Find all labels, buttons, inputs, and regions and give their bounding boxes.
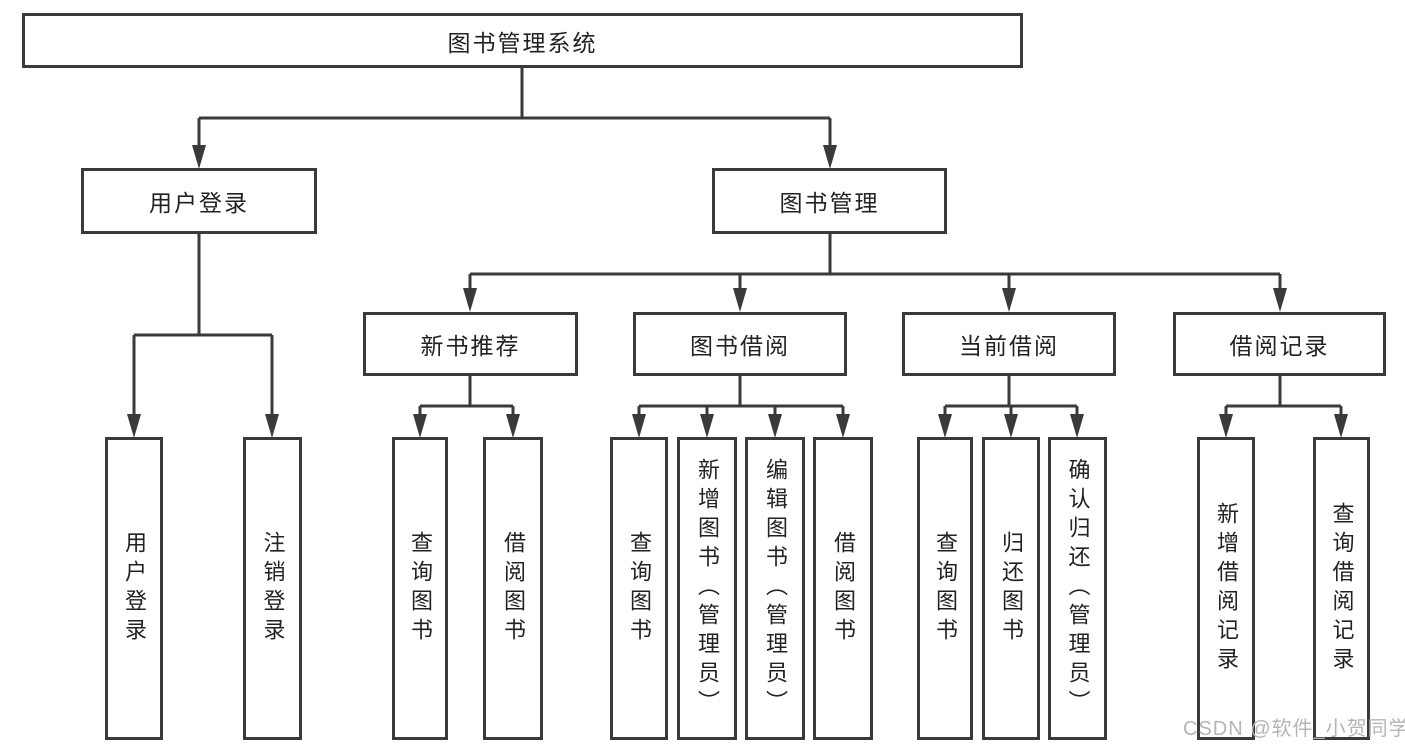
node-book-management: 图书管理 xyxy=(712,168,947,234)
leaf-return-book: 归还图书 xyxy=(982,437,1040,740)
leaf-edit-book-admin: 编辑图书（管理员） xyxy=(745,437,805,740)
node-label: 借阅图书 xyxy=(831,530,856,647)
leaf-borrow-book-recommend: 借阅图书 xyxy=(483,437,543,740)
csdn-watermark: CSDN @软件_小贺同学 xyxy=(1183,718,1405,740)
node-label: 注销登录 xyxy=(260,530,286,647)
node-label: 新书推荐 xyxy=(420,333,521,359)
connector-paths xyxy=(132,66,1343,433)
leaf-borrow-book: 借阅图书 xyxy=(813,437,873,740)
node-new-book-recommend: 新书推荐 xyxy=(363,312,578,376)
leaf-confirm-return-admin: 确认归还（管理员） xyxy=(1048,437,1107,740)
leaf-user-login: 用户登录 xyxy=(105,437,163,740)
node-book-borrowing: 图书借阅 xyxy=(633,312,847,376)
node-label: 用户登录 xyxy=(149,190,249,216)
node-label: 当前借阅 xyxy=(959,333,1059,359)
node-label: 借阅图书 xyxy=(501,530,526,647)
node-label: 新增图书（管理员） xyxy=(695,458,720,719)
leaf-add-book-admin: 新增图书（管理员） xyxy=(677,437,737,740)
node-label: 借阅记录 xyxy=(1229,333,1330,359)
node-borrowing-records: 借阅记录 xyxy=(1173,312,1386,376)
leaf-query-book-current: 查询图书 xyxy=(917,437,973,740)
node-root-system: 图书管理系统 xyxy=(22,13,1023,68)
leaf-logout: 注销登录 xyxy=(243,437,302,740)
node-user-login-group: 用户登录 xyxy=(81,168,317,234)
node-label: 新增借阅记录 xyxy=(1214,501,1239,676)
node-current-borrowing: 当前借阅 xyxy=(902,312,1116,376)
node-label: 查询图书 xyxy=(627,530,652,647)
node-label: 图书管理系统 xyxy=(447,29,598,56)
node-label: 查询借阅记录 xyxy=(1329,501,1355,676)
node-label: 查询图书 xyxy=(408,530,433,647)
leaf-query-book-borrow: 查询图书 xyxy=(610,437,668,740)
node-label: 图书管理 xyxy=(779,190,880,216)
leaf-add-borrow-record: 新增借阅记录 xyxy=(1197,437,1255,740)
node-label: 确认归还（管理员） xyxy=(1065,458,1091,719)
node-label: 用户登录 xyxy=(122,530,147,647)
node-label: 编辑图书（管理员） xyxy=(763,458,788,719)
node-label: 图书借阅 xyxy=(690,333,790,359)
node-label: 归还图书 xyxy=(999,530,1024,647)
node-label: 查询图书 xyxy=(933,530,958,647)
leaf-query-book-recommend: 查询图书 xyxy=(392,437,448,740)
leaf-query-borrow-record: 查询借阅记录 xyxy=(1313,437,1370,740)
